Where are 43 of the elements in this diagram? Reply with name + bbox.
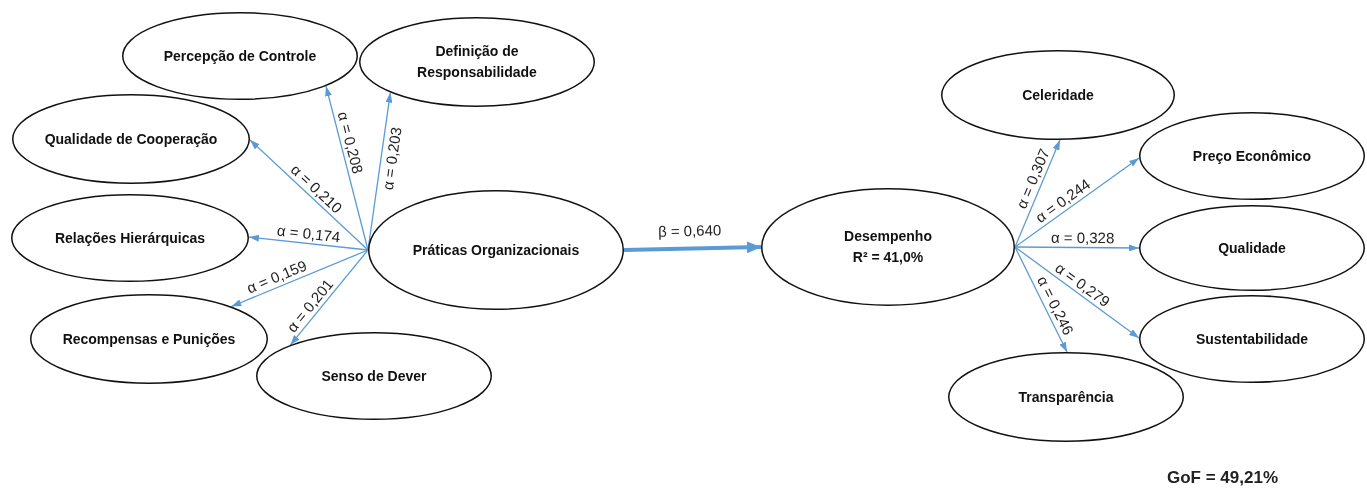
ellipse-node	[122, 12, 358, 100]
arrow	[623, 241, 762, 254]
edge-label: α = 0,328	[1050, 228, 1114, 247]
edge-label: β = 0,640	[657, 221, 722, 240]
ellipse-node	[1139, 112, 1365, 200]
arrow	[1014, 244, 1140, 252]
node-label: Desempenho	[843, 227, 933, 246]
node-label: R² = 41,0%	[851, 248, 925, 267]
arrow	[249, 139, 369, 251]
node-label: Senso de Dever	[320, 366, 428, 386]
node-label: Celeridade	[1021, 85, 1095, 105]
node-label: Preço Econômico	[1191, 146, 1313, 166]
ellipse-node	[256, 332, 492, 420]
ellipse-node	[368, 190, 624, 310]
ellipse-node	[11, 194, 249, 282]
node-label: Qualidade	[1217, 238, 1287, 258]
node-label: Qualidade de Cooperação	[43, 129, 219, 149]
ellipse-node	[30, 294, 268, 384]
node-label: Sustentabilidade	[1195, 329, 1309, 349]
arrow	[289, 249, 369, 346]
fit-statistic: GoF = 49,21%	[1167, 468, 1279, 488]
arrow	[325, 85, 369, 251]
arrow	[230, 249, 369, 308]
node-label: Transparência	[1017, 387, 1115, 407]
arrow	[248, 234, 369, 251]
ellipse-node	[12, 94, 250, 184]
ellipse-node	[948, 352, 1184, 442]
node-label: Percepção de Controle	[162, 46, 318, 66]
edge-label: α = 0,159	[244, 256, 310, 297]
ellipse-node	[1139, 295, 1365, 383]
ellipse-node	[359, 17, 595, 107]
ellipse-node	[761, 188, 1015, 306]
node-label: Práticas Organizacionais	[411, 240, 581, 260]
edge-label: α = 0,203	[378, 125, 405, 192]
arrow	[1014, 246, 1140, 339]
ellipse-node	[1139, 205, 1365, 291]
edge-label: α = 0,208	[334, 109, 368, 176]
node-label: Relações Hierárquicas	[53, 228, 207, 248]
arrow	[1014, 157, 1140, 248]
edge-label: α = 0,174	[276, 221, 341, 246]
node-label: Definição de Responsabilidade	[416, 42, 538, 82]
node-label: Recompensas e Punições	[61, 329, 237, 349]
ellipse-node	[941, 50, 1175, 140]
